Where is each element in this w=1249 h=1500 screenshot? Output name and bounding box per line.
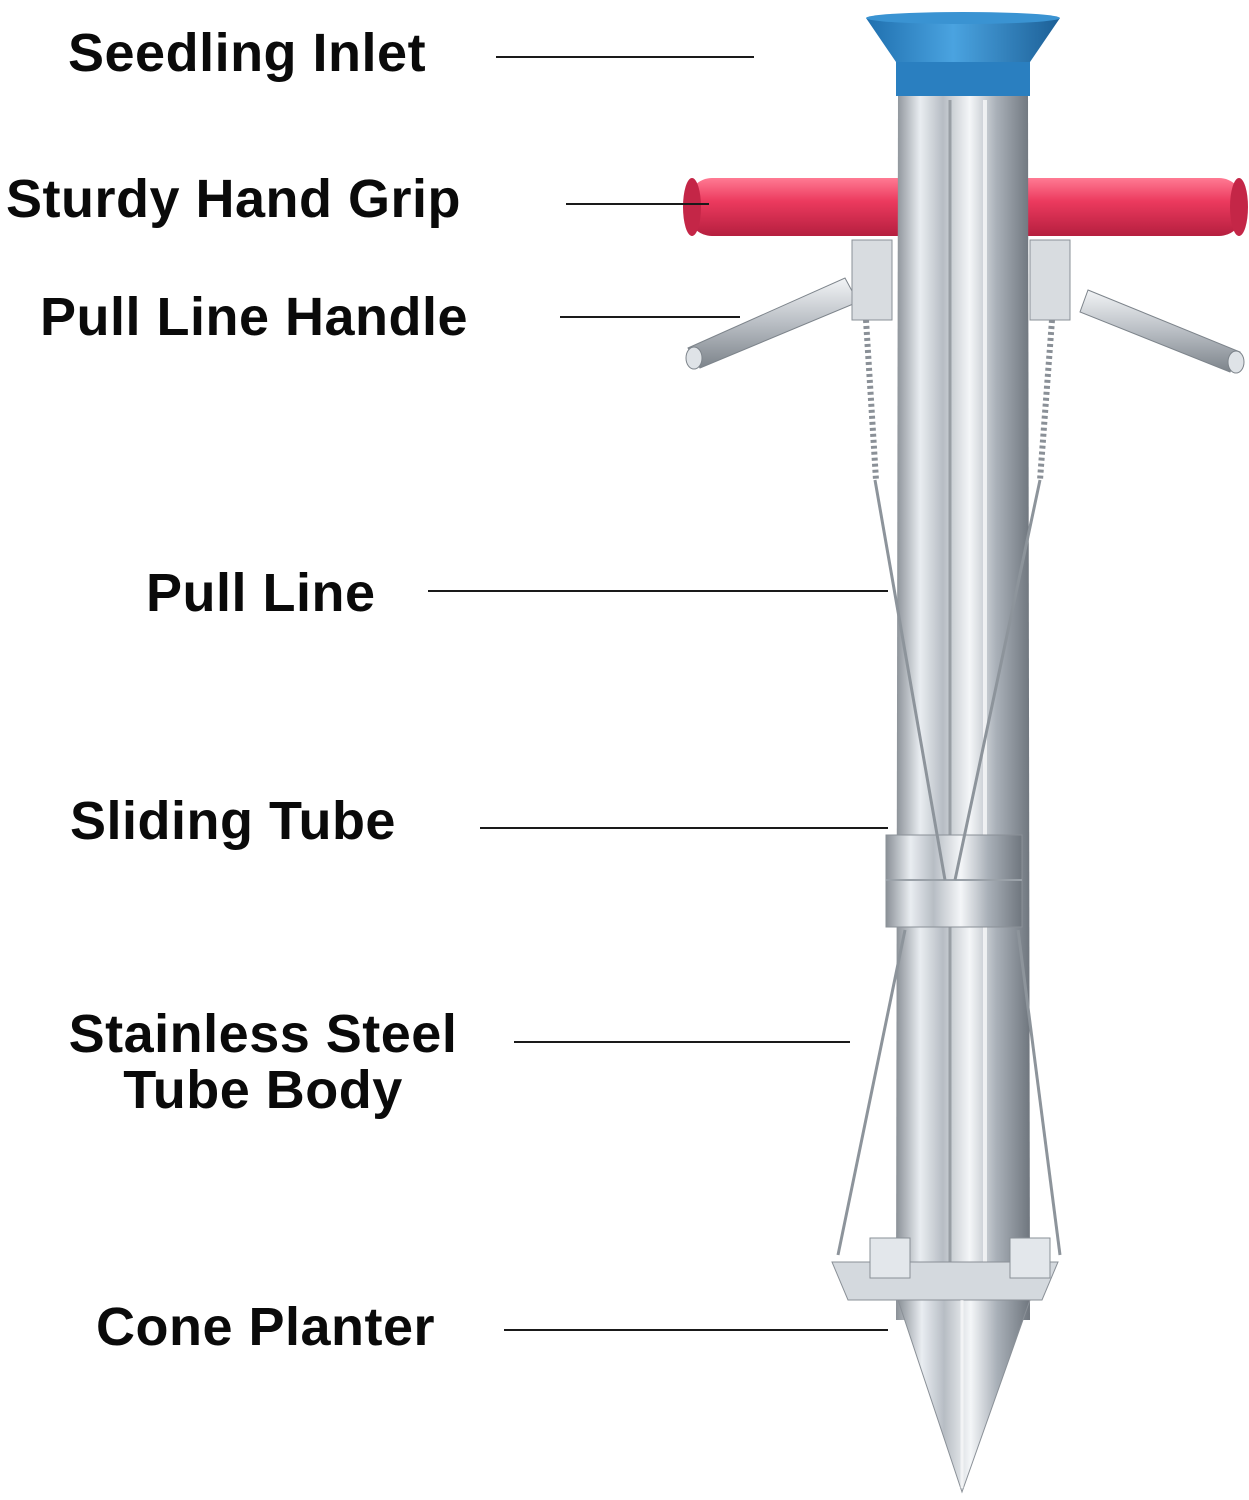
cone-bracket [831,1237,1059,1301]
cone-planter [897,1299,1031,1494]
pull-lines [836,479,1062,1256]
label-pull-line: Pull Line [146,563,376,623]
label-tube-body-line2: Tube Body [123,1060,403,1120]
label-tube-body-line1: Stainless Steel [68,1004,458,1064]
label-cone-planter: Cone Planter [96,1297,436,1357]
pull-line-handles [685,239,1245,481]
leader-cone-planter [504,1329,888,1331]
leader-tube-body [514,1041,850,1043]
leader-seedling-inlet [496,56,754,58]
label-sliding-tube: Sliding Tube [70,791,396,851]
label-pull-line-handle: Pull Line Handle [40,287,469,347]
leader-pull-line-handle [560,316,740,318]
tube-body [896,90,1030,1320]
leader-sliding-tube [480,827,888,829]
sliding-tube [885,834,1023,928]
leader-hand-grip [566,203,709,205]
label-seedling-inlet: Seedling Inlet [68,23,427,83]
leader-pull-line [428,590,888,592]
label-hand-grip: Sturdy Hand Grip [6,169,462,229]
seedling-inlet-cup [866,12,1060,96]
label-tube-body: Stainless Steel Tube Body [30,1006,496,1118]
